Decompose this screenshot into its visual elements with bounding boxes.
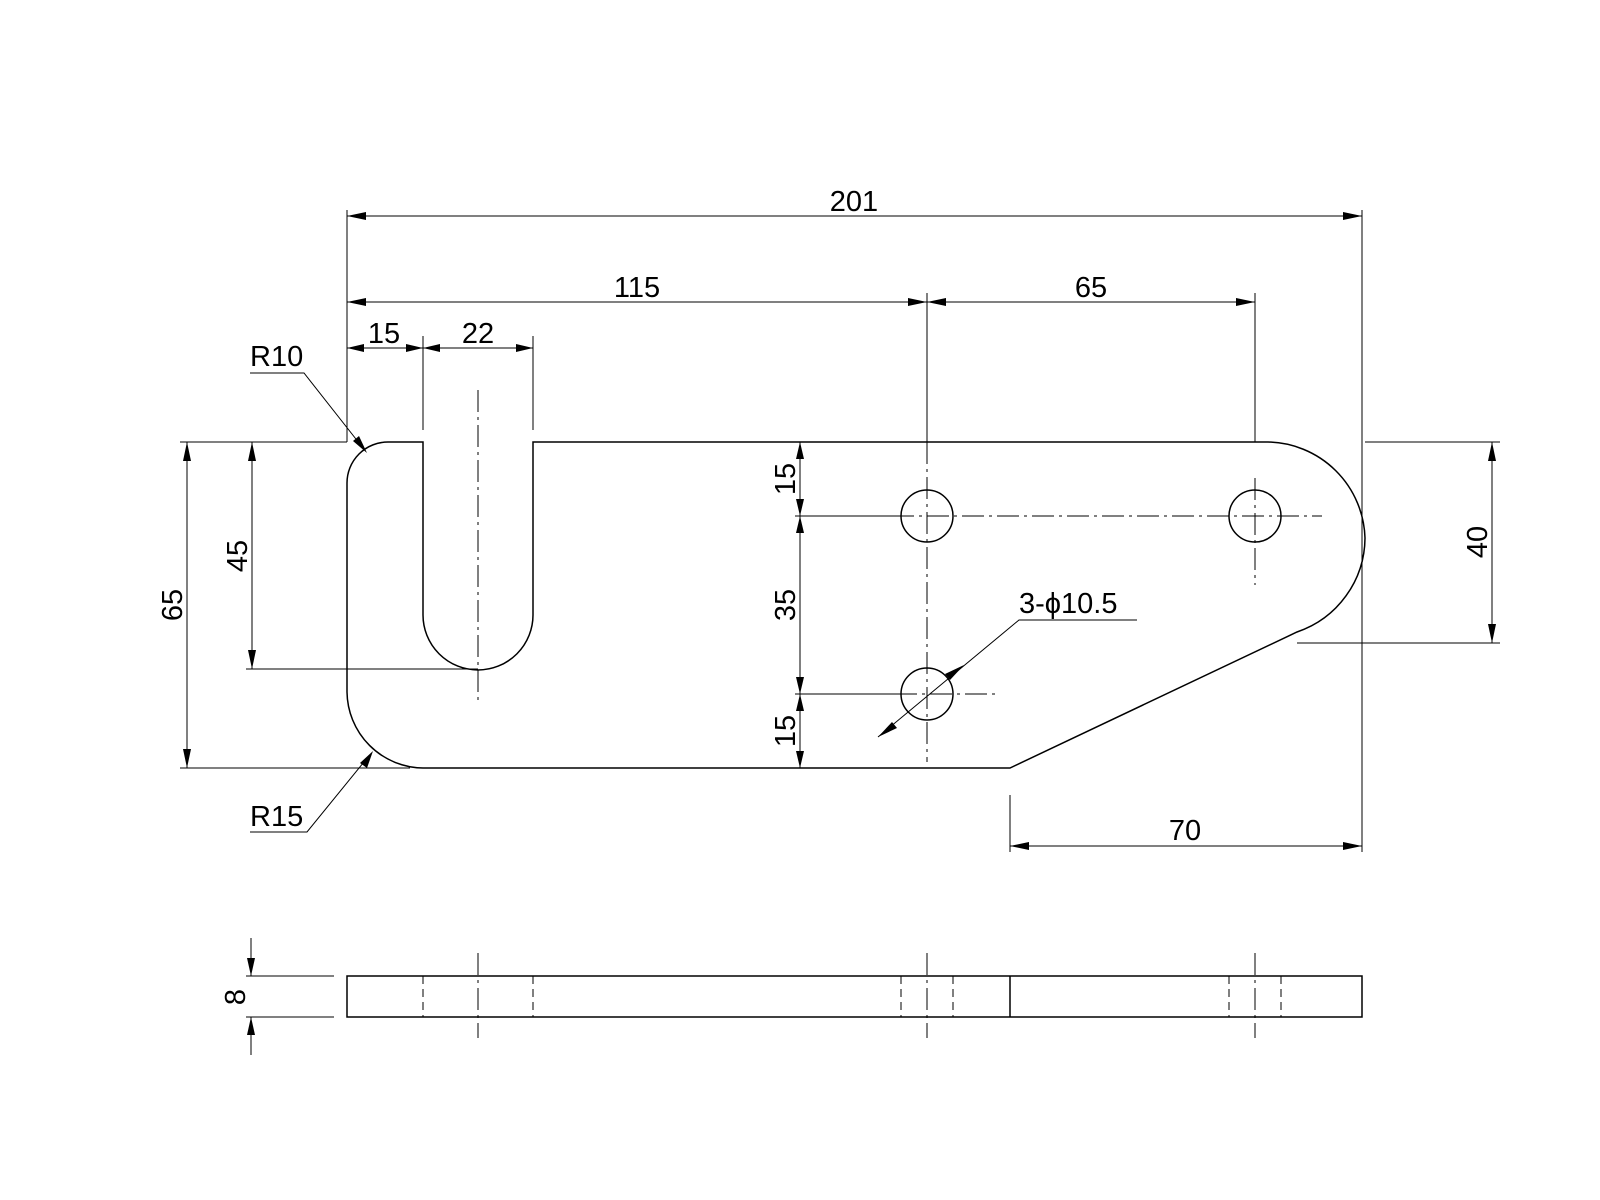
dimension-text-chamfer-length: 70 bbox=[1169, 815, 1201, 847]
dimension-text-slot-depth: 45 bbox=[222, 540, 254, 572]
dimension-overall-height: 65 bbox=[157, 442, 191, 768]
dimension-text-right-height: 40 bbox=[1462, 526, 1494, 558]
dimension-thickness: 8 bbox=[220, 938, 334, 1055]
dimension-text-slot-width: 22 bbox=[462, 318, 494, 350]
annotation-radius-bottom: R15 bbox=[250, 801, 303, 833]
dimension-hole-1-position: 115 bbox=[347, 272, 927, 306]
dimension-text-hole-bottom-offset: 15 bbox=[770, 715, 802, 747]
dimension-text-overall-length: 201 bbox=[830, 186, 878, 218]
side-view-outline bbox=[346, 975, 1363, 1018]
dimension-right-height: 40 bbox=[1462, 442, 1496, 643]
dimension-chamfer-length: 70 bbox=[1010, 815, 1362, 850]
annotation-hole-callout: 3-ϕ10.5 bbox=[1019, 588, 1117, 620]
dimension-slot-width: 22 bbox=[423, 318, 533, 352]
dimension-slot-offset: 15 bbox=[347, 318, 423, 352]
dimension-text-slot-offset: 15 bbox=[368, 318, 400, 350]
leader-radius-top: R10 bbox=[250, 341, 367, 453]
annotation-radius-top: R10 bbox=[250, 341, 303, 373]
dimension-text-overall-height: 65 bbox=[157, 589, 189, 621]
dimension-slot-depth: 45 bbox=[222, 442, 256, 669]
leader-hole-callout: 3-ϕ10.5 bbox=[877, 588, 1137, 738]
dimension-overall-length: 201 bbox=[347, 186, 1362, 220]
dimension-hole-spacing: 65 bbox=[927, 272, 1255, 306]
dimension-text-hole-top-offset: 15 bbox=[770, 463, 802, 495]
dimension-text-hole-1-position: 115 bbox=[614, 272, 660, 304]
dimension-text-hole-vertical-spacing: 35 bbox=[770, 589, 802, 621]
dimension-text-thickness: 8 bbox=[220, 989, 252, 1005]
leader-radius-bottom: R15 bbox=[250, 751, 373, 833]
part-outline bbox=[346, 441, 1366, 769]
dimension-text-hole-spacing: 65 bbox=[1075, 272, 1107, 304]
dimension-hole-vertical-chain: 15 35 15 bbox=[770, 442, 804, 768]
